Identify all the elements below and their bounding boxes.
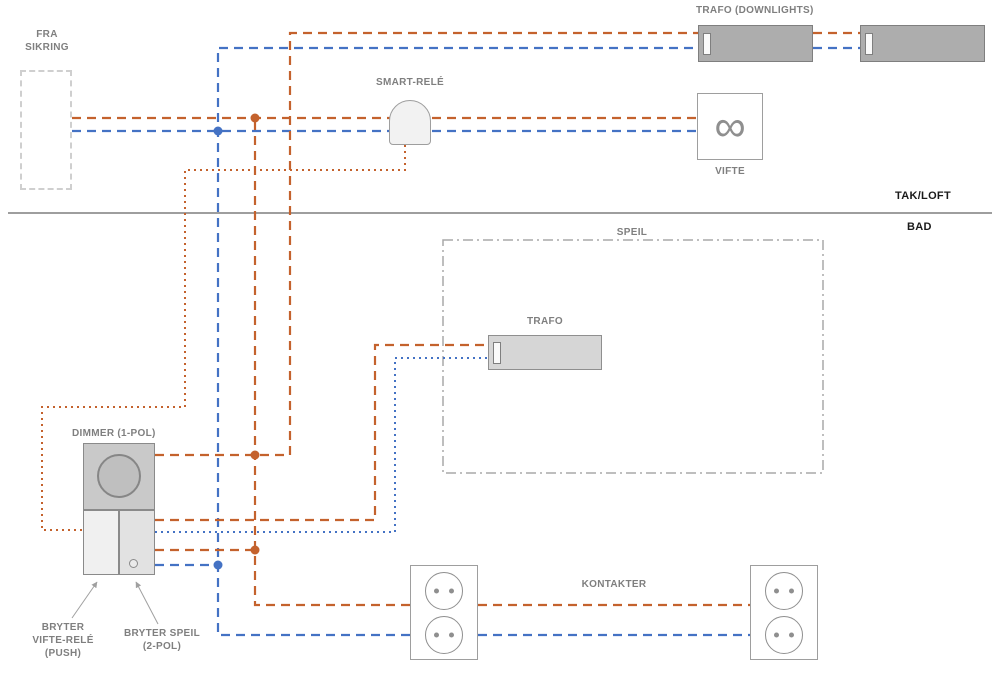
fra-sikring-label: FRA SIKRING [14, 28, 80, 54]
vifte-label: VIFTE [715, 166, 745, 177]
smart-relay [389, 100, 431, 145]
bryter-speil-annotation: BRYTER SPEIL (2-POL) [114, 627, 210, 653]
wire-live-dimmer-to-downlights [155, 31, 698, 457]
zone-label-bad: BAD [907, 221, 932, 233]
push-button-vifte [83, 510, 119, 575]
junction-dot-live [250, 545, 260, 555]
bryter-speil-line2: (2-POL) [142, 641, 182, 652]
trafo-speil-label: TRAFO [527, 316, 563, 327]
fuse-box [20, 70, 72, 190]
trafo-terminal-slot [703, 33, 711, 55]
kontakter-label: KONTAKTER [581, 579, 647, 590]
fan-unit: ∞ [697, 93, 763, 160]
wall-socket-1 [410, 565, 478, 660]
junction-dot-neutral [213, 126, 223, 136]
junction-dot-live [250, 450, 260, 460]
speil-boundary-box [442, 239, 824, 474]
dimmer-label: DIMMER (1-POL) [72, 428, 156, 439]
outlet-pin [449, 588, 454, 593]
bryter-vifte-annotation: BRYTER VIFTE-RELÉ (PUSH) [16, 621, 110, 660]
outlet-pin [774, 588, 779, 593]
smart-rele-label: SMART-RELÉ [376, 77, 444, 88]
fan-icon: ∞ [714, 101, 746, 151]
wire-neutral-switched-speil-trafo [155, 357, 488, 533]
bryter-vifte-line3: (PUSH) [44, 648, 82, 659]
junction-dot-neutral [213, 560, 223, 570]
outlet-circle [425, 615, 463, 654]
bryter-vifte-line1: BRYTER [41, 622, 85, 633]
wire-live-switched-speil-trafo [155, 343, 488, 522]
outlet-circle [425, 571, 463, 610]
outlet-pin [434, 588, 439, 593]
bryter-vifte-line2: VIFTE-RELÉ [32, 635, 94, 646]
wall-socket-2 [750, 565, 818, 660]
wire-neutral-main-rail [216, 46, 698, 637]
dimmer-knob [97, 454, 141, 498]
outlet-pin [789, 632, 794, 637]
outlet-pin [774, 632, 779, 637]
outlet-pin [449, 632, 454, 637]
junction-dot-live [250, 113, 260, 123]
wire-live-main-rail [253, 118, 410, 607]
outlet-pin [789, 588, 794, 593]
fra-sikring-label-line1: FRA [36, 29, 58, 40]
switch-speil-2pol [119, 510, 155, 575]
outlet-circle [765, 571, 803, 610]
outlet-circle [765, 615, 803, 654]
trafo-downlights-label: TRAFO (DOWNLIGHTS) [696, 5, 814, 16]
speil-label: SPEIL [616, 227, 648, 238]
dimmer-knob-section [83, 443, 155, 510]
trafo-terminal-slot [865, 33, 873, 55]
wire-control-smart-rele-push [41, 145, 406, 531]
switch-indicator-dot [129, 559, 138, 568]
annotation-leader-line [135, 581, 159, 625]
trafo-downlights-unit-2 [860, 25, 985, 62]
trafo-terminal-slot [493, 342, 501, 364]
annotation-leader-line [71, 581, 98, 619]
trafo-downlights-unit-1 [698, 25, 813, 62]
fra-sikring-label-line2: SIKRING [25, 42, 69, 53]
trafo-speil-unit [488, 335, 602, 370]
zone-label-tak-loft: TAK/LOFT [895, 190, 951, 202]
outlet-pin [434, 632, 439, 637]
bryter-speil-line1: BRYTER SPEIL [123, 628, 201, 639]
